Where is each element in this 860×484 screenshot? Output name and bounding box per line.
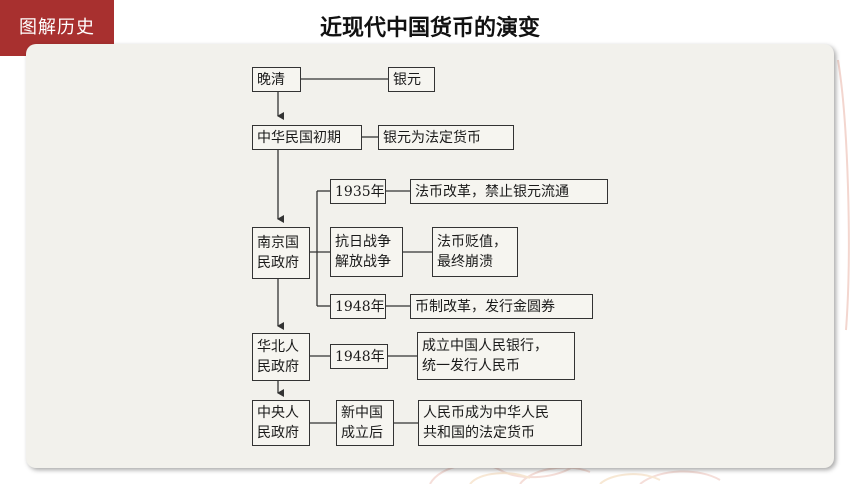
node-label-line1: 新中国: [341, 405, 383, 421]
content-panel: [26, 44, 834, 468]
node-label: 银元为法定货币: [383, 129, 481, 146]
node-label-line1: 法币贬值，: [437, 234, 507, 250]
node-new-china: 新中国 成立后: [336, 400, 394, 446]
node-central-govt: 中央人 民政府: [252, 400, 310, 446]
node-yinyuan: 银元: [388, 67, 435, 92]
node-label-line1: 抗日战争: [335, 234, 391, 250]
node-label: 1935年: [335, 183, 385, 200]
node-label: 1948年: [335, 348, 385, 365]
node-label-line2: 民政府: [257, 359, 299, 375]
node-wanqing: 晚清: [252, 67, 301, 92]
node-bizhi-gaige: 币制改革，发行金圆券: [410, 294, 593, 319]
node-rmb-legal: 人民币成为中华人民 共和国的法定货币: [418, 400, 582, 446]
node-label-line2: 共和国的法定货币: [423, 425, 535, 441]
node-year-1948-bank: 1948年: [330, 344, 388, 369]
node-label: 1948年: [335, 298, 385, 315]
node-label-line1: 成立中国人民银行，: [422, 338, 548, 354]
node-nanjing-govt: 南京国 民政府: [252, 227, 310, 279]
page-title: 近现代中国货币的演变: [319, 16, 540, 41]
node-label-line2: 民政府: [257, 255, 299, 271]
node-label-line1: 华北人: [257, 339, 299, 355]
node-year-1935: 1935年: [330, 179, 386, 204]
node-label-line2: 成立后: [341, 425, 383, 441]
node-label: 法币改革，禁止银元流通: [415, 183, 569, 200]
node-label-line2: 最终崩溃: [437, 254, 493, 270]
node-year-1948-reform: 1948年: [330, 294, 386, 319]
node-fabi-collapse: 法币贬值， 最终崩溃: [432, 227, 518, 277]
node-label-line2: 解放战争: [335, 254, 391, 270]
node-fabi-gaige: 法币改革，禁止银元流通: [410, 179, 608, 204]
node-label-line1: 南京国: [257, 235, 299, 251]
node-label-line1: 中央人: [257, 405, 299, 421]
node-label-line1: 人民币成为中华人民: [423, 405, 549, 421]
node-huabei-govt: 华北人 民政府: [252, 333, 310, 381]
node-label: 中华民国初期: [257, 129, 341, 146]
node-label: 币制改革，发行金圆券: [415, 298, 555, 315]
node-label: 晚清: [257, 71, 285, 88]
node-peoples-bank: 成立中国人民银行， 统一发行人民币: [417, 332, 575, 380]
node-label-line2: 民政府: [257, 425, 299, 441]
node-yinyuan-fading: 银元为法定货币: [378, 125, 514, 150]
node-label: 银元: [393, 71, 421, 88]
node-label-line2: 统一发行人民币: [422, 358, 520, 374]
node-minguo-chuqi: 中华民国初期: [252, 125, 362, 150]
node-wars: 抗日战争 解放战争: [330, 227, 403, 277]
